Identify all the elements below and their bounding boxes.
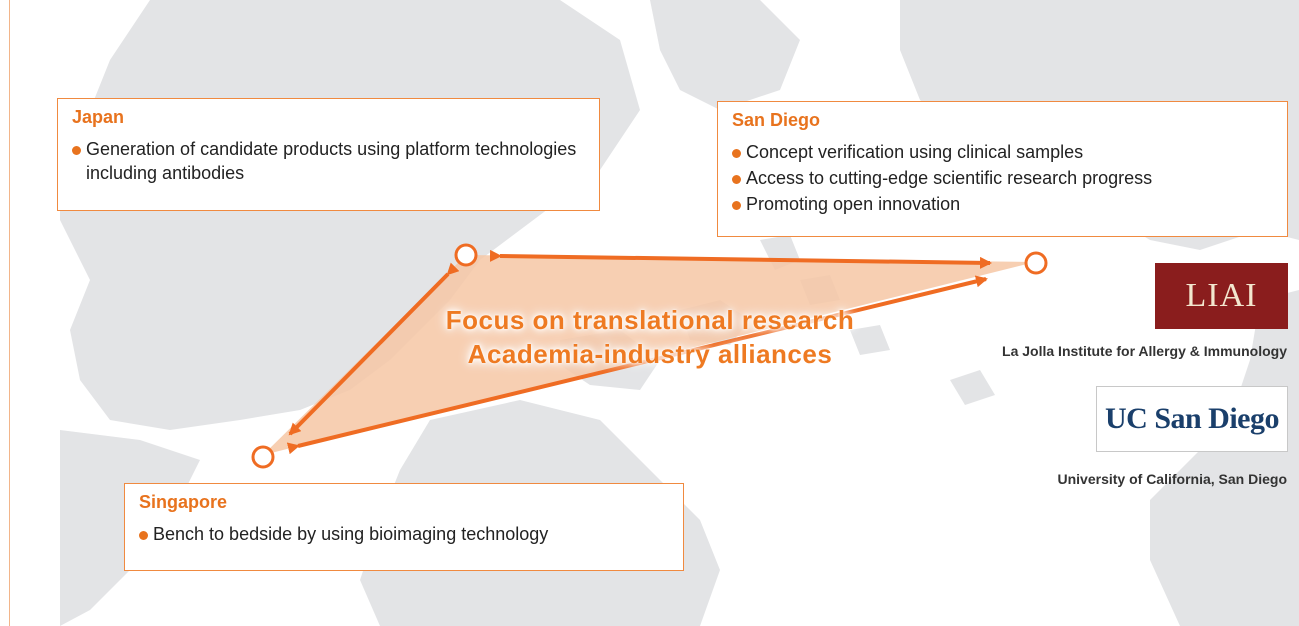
singapore-title: Singapore xyxy=(139,492,228,512)
singapore-box: Singapore Bench to bedside by using bioi… xyxy=(124,483,684,571)
marker-san-diego xyxy=(1024,251,1048,275)
san-diego-item: Concept verification using clinical samp… xyxy=(732,140,1273,164)
ucsd-caption: University of California, San Diego xyxy=(1057,471,1288,487)
bullet-icon xyxy=(732,175,741,184)
bullet-icon xyxy=(732,149,741,158)
singapore-list: Bench to bedside by using bioimaging tec… xyxy=(139,522,669,546)
san-diego-item-text: Access to cutting-edge scientific resear… xyxy=(746,168,1153,188)
japan-title: Japan xyxy=(72,107,125,127)
marker-japan xyxy=(454,243,478,267)
san-diego-list: Concept verification using clinical samp… xyxy=(732,140,1273,216)
marker-singapore xyxy=(251,445,275,469)
arrow-japan-sandiego xyxy=(489,249,992,269)
frame-border xyxy=(9,0,10,626)
japan-item-text: Generation of candidate products using p… xyxy=(86,139,577,183)
liai-logo-text: LIAI xyxy=(1185,277,1258,314)
bullet-icon xyxy=(72,146,81,155)
san-diego-title: San Diego xyxy=(732,110,821,130)
bullet-icon xyxy=(139,531,148,540)
japan-box: Japan Generation of candidate products u… xyxy=(57,98,600,211)
focus-statement: Focus on translational research Academia… xyxy=(310,303,990,371)
san-diego-item: Access to cutting-edge scientific resear… xyxy=(732,166,1273,190)
arrow-singapore-sandiego xyxy=(286,275,988,455)
san-diego-item-text: Concept verification using clinical samp… xyxy=(746,142,1084,162)
ucsd-logo-text: UC San Diego xyxy=(1104,402,1280,435)
alliance-arrows xyxy=(286,249,992,455)
liai-logo: LIAI xyxy=(1155,263,1288,329)
singapore-item-text: Bench to bedside by using bioimaging tec… xyxy=(153,524,549,544)
bullet-icon xyxy=(732,201,741,210)
location-markers xyxy=(251,243,1048,469)
ucsd-logo: UC San Diego xyxy=(1096,386,1288,452)
japan-list: Generation of candidate products using p… xyxy=(72,137,585,185)
focus-line-1: Focus on translational research xyxy=(445,305,855,335)
san-diego-item: Promoting open innovation xyxy=(732,192,1273,216)
liai-caption: La Jolla Institute for Allergy & Immunol… xyxy=(1002,343,1287,359)
focus-line-2: Academia-industry alliances xyxy=(467,339,833,369)
singapore-item: Bench to bedside by using bioimaging tec… xyxy=(139,522,669,546)
japan-item: Generation of candidate products using p… xyxy=(72,137,585,185)
san-diego-box: San Diego Concept verification using cli… xyxy=(717,101,1288,237)
san-diego-item-text: Promoting open innovation xyxy=(746,194,961,214)
